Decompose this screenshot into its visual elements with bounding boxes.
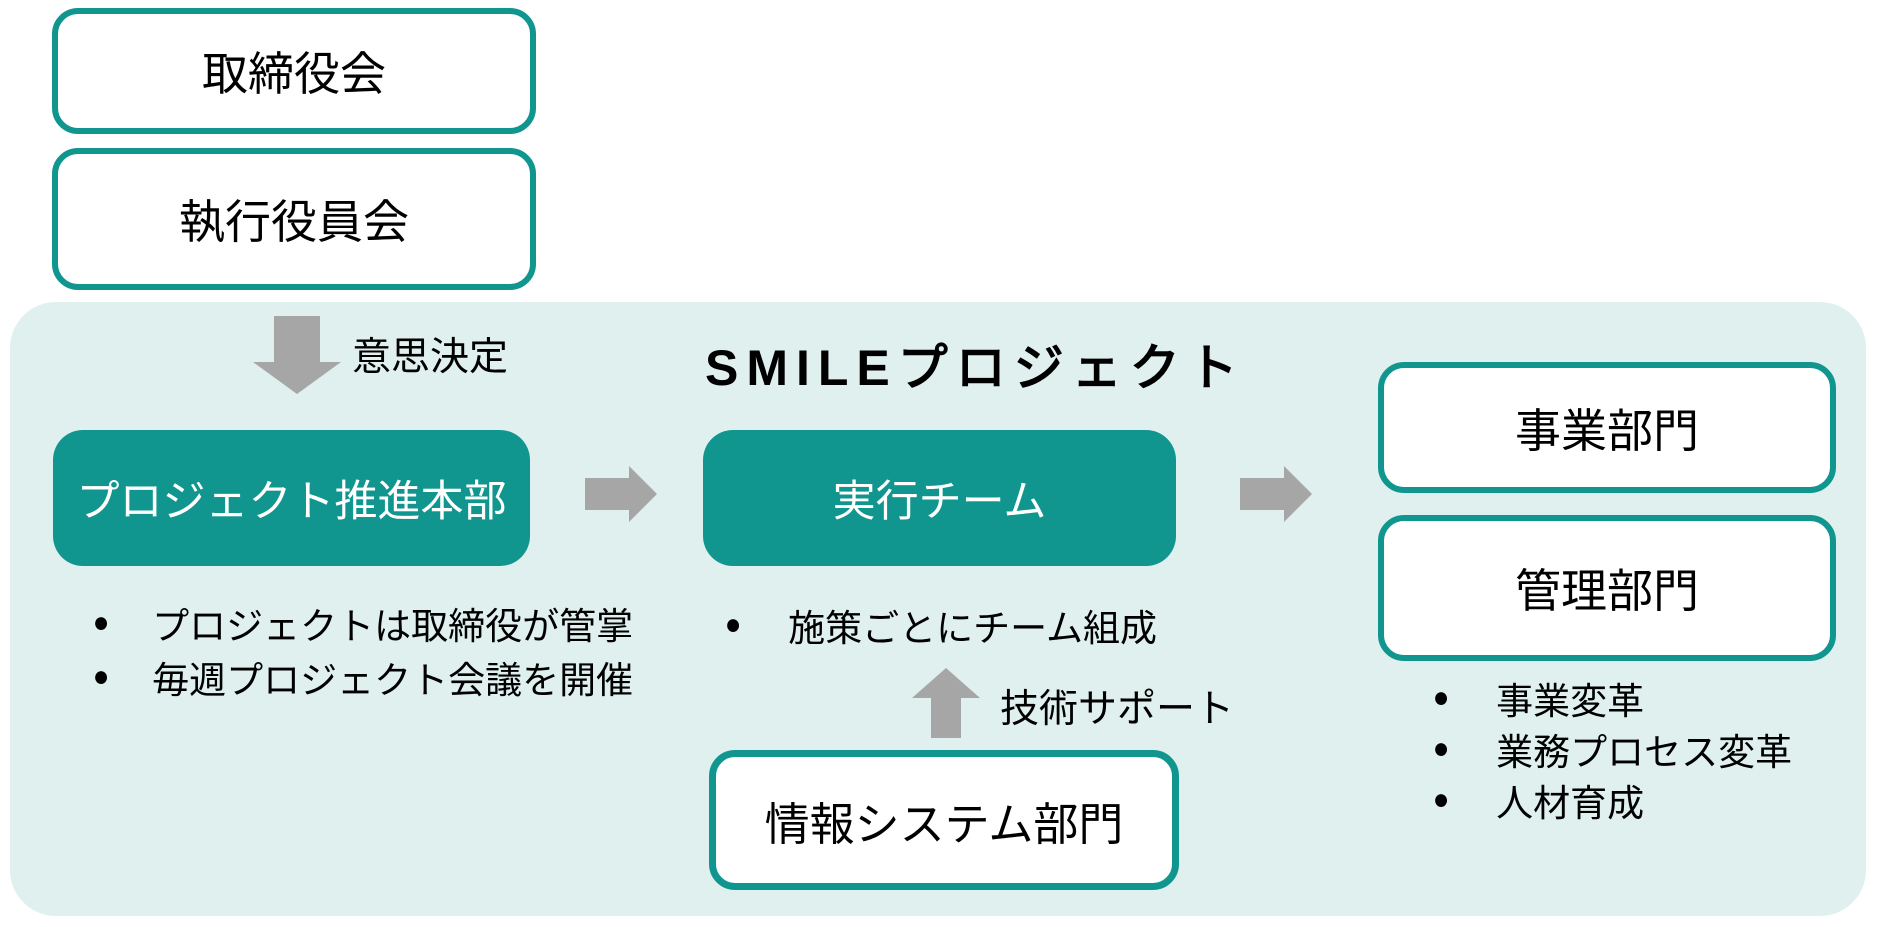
execution-team-label: 実行チーム [832,478,1047,526]
arrow-head [1284,466,1312,522]
bullet-item: ● 業務プロセス変革 [1432,723,1792,774]
promotion-hq-box: プロジェクト推進本部 [53,430,530,566]
bullet-icon: ● [1432,680,1450,714]
project-title: SMILEプロジェクト [705,340,1246,396]
it-division-label: 情報システム部門 [764,798,1124,850]
board-of-directors-box: 取締役会 [52,8,536,134]
arrow-shaft [931,698,961,738]
bullet-text: 事業変革 [1496,680,1645,722]
arrow-shaft [274,316,320,362]
business-division-box: 事業部門 [1378,362,1836,493]
board-of-directors-label: 取締役会 [202,48,386,100]
bullet-icon: ● [724,608,742,641]
support-arrow-label: 技術サポート [1000,688,1235,731]
bullet-text: 毎週プロジェクト会議を開催 [152,660,634,701]
promotion-hq-bullet-list: ● プロジェクトは取締役が管掌 ● 毎週プロジェクト会議を開催 [92,596,633,704]
arrow-head [253,362,341,394]
bullet-item: ● プロジェクトは取締役が管掌 [92,596,633,650]
arrow-shaft [585,478,629,510]
executive-officers-label: 執行役員会 [179,196,409,248]
bullet-text: 施策ごとにチーム組成 [788,608,1158,649]
execution-team-box: 実行チーム [703,430,1176,566]
promotion-hq-label: プロジェクト推進本部 [76,478,507,526]
bullet-text: 業務プロセス変革 [1496,731,1793,773]
bullet-item: ● 毎週プロジェクト会議を開催 [92,650,633,704]
arrow-head [912,668,980,698]
decision-arrow-down-icon [253,316,341,394]
bullet-text: プロジェクトは取締役が管掌 [152,606,634,647]
it-division-box: 情報システム部門 [709,750,1179,890]
flow-arrow-right-1-icon [585,464,657,524]
execution-team-bullet-list: ● 施策ごとにチーム組成 [724,598,1157,652]
flow-arrow-right-2-icon [1240,464,1312,524]
decision-arrow-label: 意思決定 [352,336,509,379]
arrow-head [629,466,657,522]
bullet-item: ● 施策ごとにチーム組成 [724,598,1157,652]
bullet-icon: ● [92,660,110,693]
arrow-shaft [1240,478,1284,510]
admin-division-label: 管理部門 [1515,565,1699,617]
bullet-icon: ● [1432,731,1450,765]
bullet-text: 人材育成 [1496,782,1645,824]
business-division-label: 事業部門 [1515,404,1699,457]
bullet-icon: ● [1432,782,1450,816]
output-bullet-list: ● 事業変革 ● 業務プロセス変革 ● 人材育成 [1432,672,1792,825]
support-arrow-up-icon [912,668,980,738]
bullet-icon: ● [92,606,110,639]
bullet-item: ● 事業変革 [1432,672,1792,723]
bullet-item: ● 人材育成 [1432,774,1792,825]
executive-officers-box: 執行役員会 [52,148,536,290]
admin-division-box: 管理部門 [1378,515,1836,661]
